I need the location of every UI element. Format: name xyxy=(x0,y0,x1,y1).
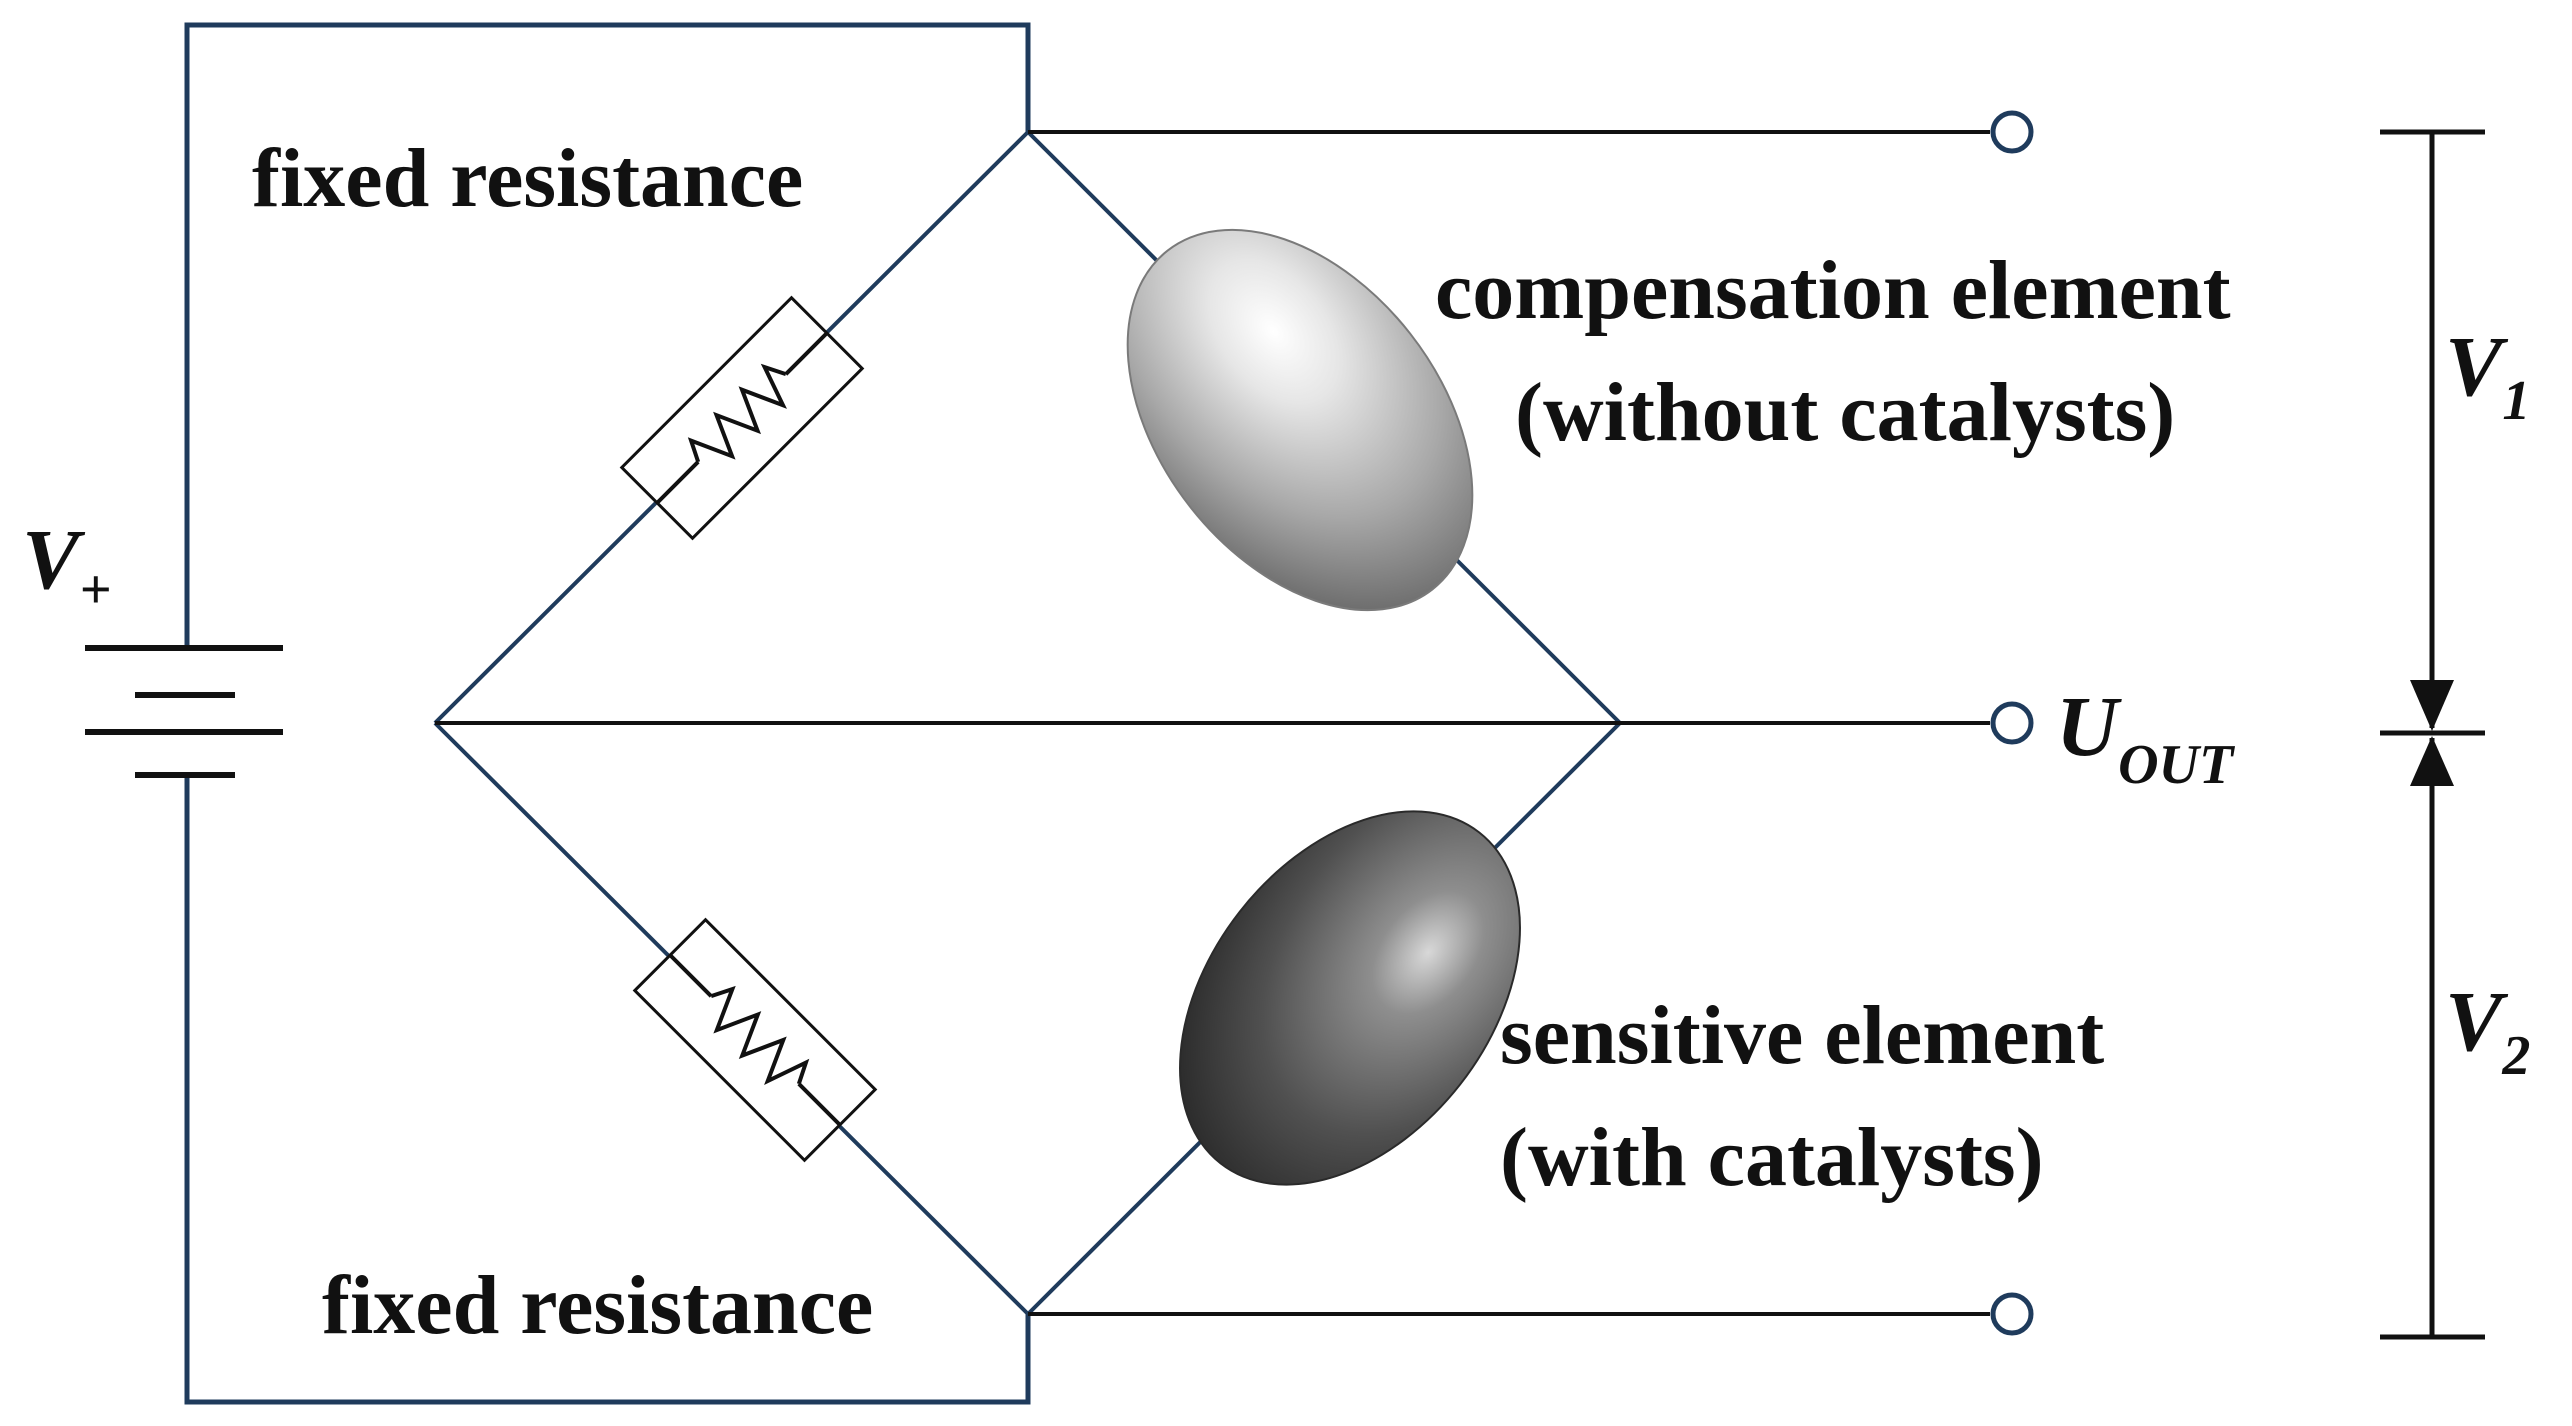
label-compensation-line1: compensation element xyxy=(1435,244,2231,337)
terminals xyxy=(1990,110,2034,1336)
battery-icon xyxy=(85,645,283,778)
label-fixed-resistance-bottom: fixed resistance xyxy=(322,1259,873,1352)
supply-wire-bottom xyxy=(184,775,1031,1405)
supply-wire-top xyxy=(184,22,1031,645)
label-compensation-line2: (without catalysts) xyxy=(1515,366,2175,459)
v2-arrowhead xyxy=(2410,736,2454,786)
ellipsoid-bead-icon xyxy=(1126,228,1474,612)
v1-arrowhead xyxy=(2410,680,2454,731)
v1-symbol: V1 xyxy=(2445,318,2530,432)
resistor-icon xyxy=(619,295,865,541)
terminal-circle-icon xyxy=(1990,701,2034,745)
label-sensitive-line2: (with catalysts) xyxy=(1500,1111,2044,1204)
sensitive-element xyxy=(1179,810,1521,1186)
label-fixed-resistance-top: fixed resistance xyxy=(252,132,803,225)
supply-voltage-symbol: V+ xyxy=(22,511,111,621)
voltage-dimension xyxy=(2380,129,2485,1340)
terminal-circle-icon xyxy=(1990,110,2034,154)
label-sensitive-line1: sensitive element xyxy=(1500,989,2104,1082)
resistor-icon xyxy=(632,917,878,1163)
supply-loop xyxy=(184,22,1031,1405)
v2-symbol: V2 xyxy=(2445,973,2530,1087)
terminal-circle-icon xyxy=(1990,1292,2034,1336)
compensation-element xyxy=(1126,228,1474,612)
output-voltage-symbol: UOUT xyxy=(2056,678,2236,796)
ellipsoid-bead-icon xyxy=(1179,810,1521,1186)
